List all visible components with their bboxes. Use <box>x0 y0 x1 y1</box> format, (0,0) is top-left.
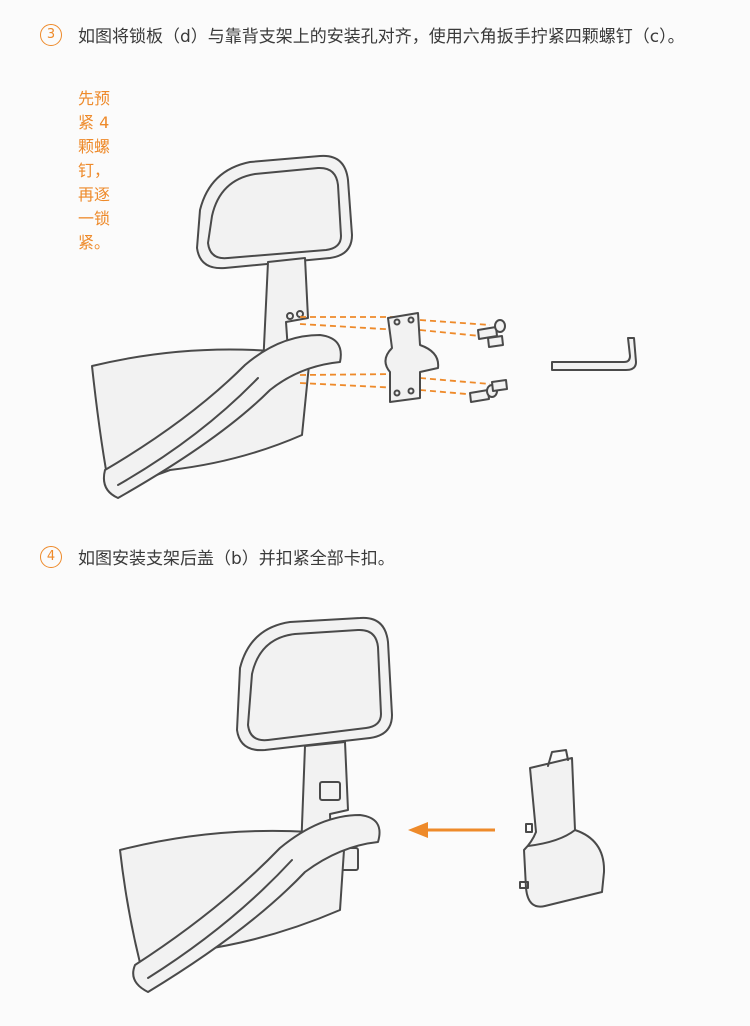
lock-plate <box>384 312 440 403</box>
bracket-rear-cover <box>519 749 606 908</box>
step-3-instruction: 如图将锁板（d）与靠背支架上的安装孔对齐，使用六角扳手拧紧四颗螺钉（c）。 <box>78 27 685 47</box>
hex-key <box>551 337 637 371</box>
chair-back-frame <box>119 814 381 993</box>
alignment-guides <box>299 316 491 397</box>
direction-arrow <box>408 822 495 838</box>
step-3-number: 3 <box>40 24 62 46</box>
step-3-note: 先预紧 4 颗螺钉，再逐一锁紧。 <box>78 89 111 252</box>
step-4-illustration <box>119 616 606 993</box>
screws <box>469 319 508 403</box>
step-4-instruction: 如图安装支架后盖（b）并扣紧全部卡扣。 <box>78 549 395 569</box>
step-3-illustration <box>91 154 637 499</box>
chair-back-frame <box>91 334 342 499</box>
headrest-cushion <box>236 616 393 752</box>
step-4-number: 4 <box>40 546 62 568</box>
headrest-cushion <box>196 154 353 270</box>
